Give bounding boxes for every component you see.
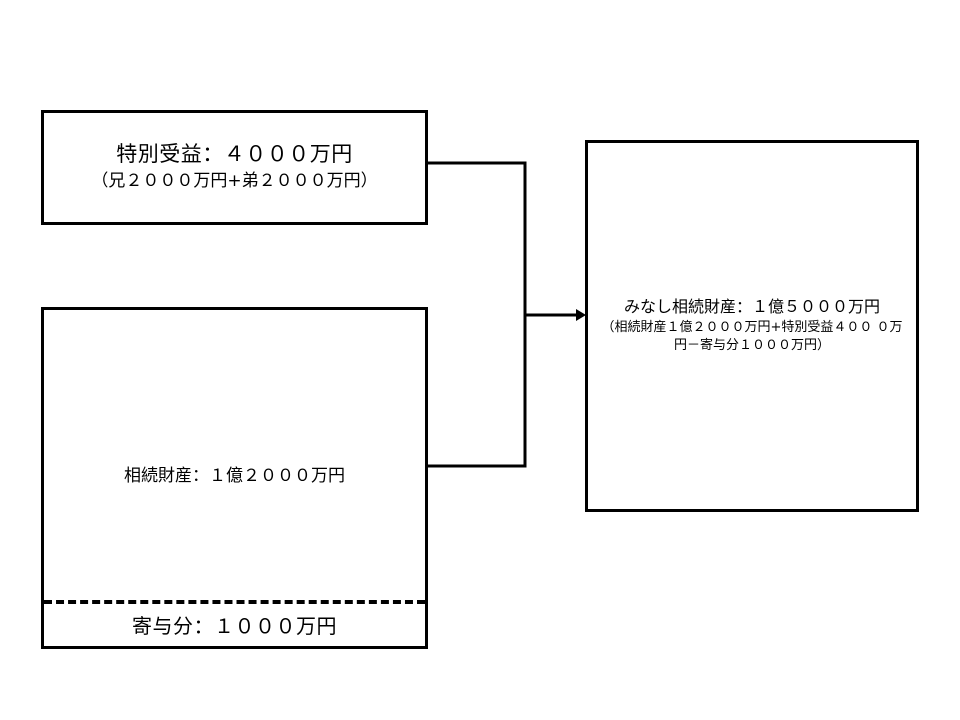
deemed-estate-title: みなし相続財産：１億５０００万円 [623,297,880,316]
arrow-head-icon [576,309,586,321]
deemed-estate-detail: （相続財産１億２０００万円+特別受益４００ ０万円－寄与分１０００万円） [601,320,903,353]
special-benefit-box: 特別受益：４０００万円 （兄２０００万円+弟２０００万円） [41,110,428,225]
contribution-label: 寄与分：１０００万円 [132,614,337,638]
special-benefit-title: 特別受益：４０００万円 [116,142,353,166]
estate-box: 相続財産：１億２０００万円 寄与分：１０００万円 [41,307,428,649]
contribution-divider [44,600,425,604]
connector-from-estate [428,315,527,468]
connector-from-special [428,161,527,315]
estate-label: 相続財産：１億２０００万円 [124,466,345,486]
special-benefit-detail: （兄２０００万円+弟２０００万円） [91,171,378,191]
deemed-estate-box: みなし相続財産：１億５０００万円 （相続財産１億２０００万円+特別受益４００ ０… [585,140,919,512]
